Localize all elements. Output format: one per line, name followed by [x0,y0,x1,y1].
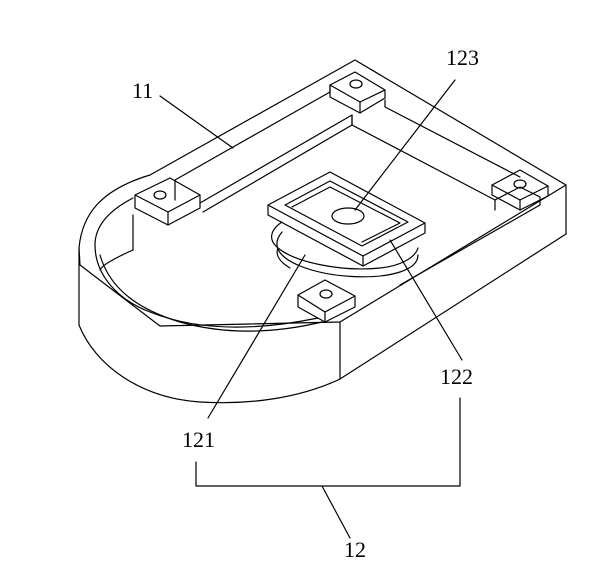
frame-outer-top [267,171,426,257]
inner-curve-floor [99,249,134,271]
leader-121 [207,254,306,419]
leader-123 [354,79,456,211]
mount-block-left [134,177,201,226]
frame [267,171,426,267]
leader-11 [159,95,234,149]
disc-side-left [276,247,291,269]
disc-bottom-rim [276,231,419,278]
mount-block-front [297,279,356,323]
mount-block-right [491,169,549,211]
mount-block-back [329,71,386,114]
inner-curve-top [94,197,319,328]
frame-inner-rim [284,180,409,247]
right-inner-wall [384,99,521,178]
housing-bottom-outline [78,233,567,404]
back-inner-wall-lower [199,114,353,213]
label-122: 122 [440,364,473,389]
leader-lines [159,79,463,419]
label-123: 123 [446,45,479,70]
label-11: 11 [132,78,153,103]
housing-base [78,59,567,404]
inner-curve-bottom [99,214,323,332]
right-inner-wall-lower [351,124,521,201]
frame-inner-wall [291,186,401,243]
housing-top-outline [78,59,567,327]
bracket-12 [195,397,461,539]
center-hole [331,207,365,225]
label-121: 121 [182,427,215,452]
front-inner-wall [399,186,541,286]
leader-122 [389,239,463,361]
label-12: 12 [344,537,366,562]
